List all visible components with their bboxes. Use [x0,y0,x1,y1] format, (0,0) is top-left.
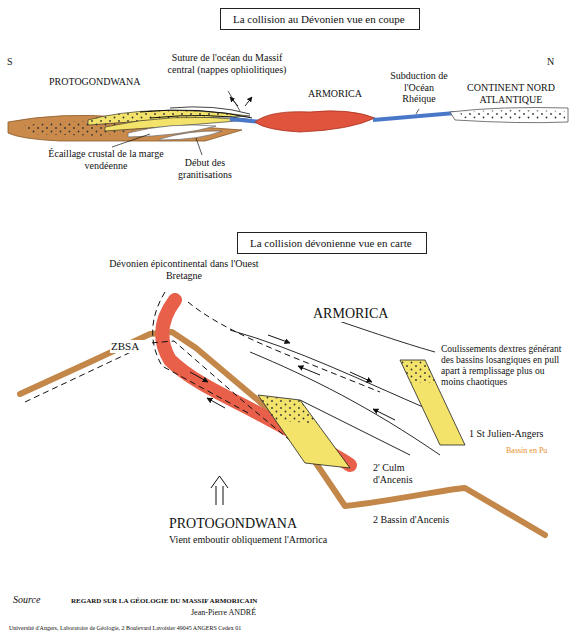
source-address: Université d'Angers, Laboratoire de Géol… [8,625,348,632]
zone-name: ZBSA [110,340,152,353]
cross-section-part [450,108,568,123]
plate-name: PROTOGONDWANA [48,76,158,88]
map-part [190,372,208,382]
cross-section-part [112,134,150,147]
basin-label: 2 Bassin d'Ancenis [372,514,492,526]
cross-section-part [255,111,375,132]
callout-text: Coulissements dextres générant des bassi… [440,344,568,388]
map-part [330,318,435,352]
callout-text: Écaillage crustal de la marge vendéenne [38,148,174,171]
axis-letter: N [546,56,560,68]
map [20,292,545,535]
cross-section-part [416,109,419,114]
plate-name: ARMORICA [312,306,422,322]
callout-text: Dévonien épicontinental dans l'Ouest Bre… [104,258,264,281]
axis-letter: S [6,56,20,68]
map-part [250,352,440,455]
map-part [373,409,395,420]
map-part [298,366,320,375]
callout-text: Suture de l'océan du Massif central (nap… [165,52,289,75]
callout-text: Subduction de l'Océan Rhéique [386,70,452,105]
plate-name: PROTOGONDWANA [168,516,318,532]
heading-box: La collision au Dévonien vue en coupe [220,8,420,30]
basin-label: Bassin en Pu [505,446,569,455]
plate-name: CONTINENT NORD ATLANTIQUE [455,82,567,105]
map-part [153,292,250,414]
basin-label: 2' Culm d'Ancenis [372,462,430,485]
heading-text: La collision dévonienne vue en carte [250,237,414,249]
map-part [258,395,350,468]
source-label: Source [12,594,62,606]
cross-section-part [196,138,202,155]
callout-text: Vient emboutir obliquement l'Armorica [168,534,358,546]
map-part [207,398,225,408]
cross-section-part [460,110,565,120]
cross-section-part [140,110,252,118]
source-author: Jean-Pierre ANDRÉ [190,608,310,617]
basin-label: 1 St Julien-Angers [468,428,568,440]
map-part [25,341,292,442]
map-part [216,486,223,505]
callout-text: Début des granitisations [170,157,240,180]
source-title: REGARD SUR LA GÉOLOGIE DU MASSIF ARMORIC… [70,597,310,605]
map-part [268,335,290,343]
map-part [211,476,228,488]
cross-section-part [160,131,222,140]
heading-box: La collision dévonienne vue en carte [237,232,427,254]
cross-section-part [245,97,252,106]
map-part [400,360,436,383]
cross-section-part [373,113,455,120]
map-part [258,395,318,424]
plate-name: ARMORICA [300,88,370,100]
map-part [350,372,372,382]
cross-section-part [228,91,240,111]
heading-text: La collision au Dévonien vue en coupe [233,13,407,25]
